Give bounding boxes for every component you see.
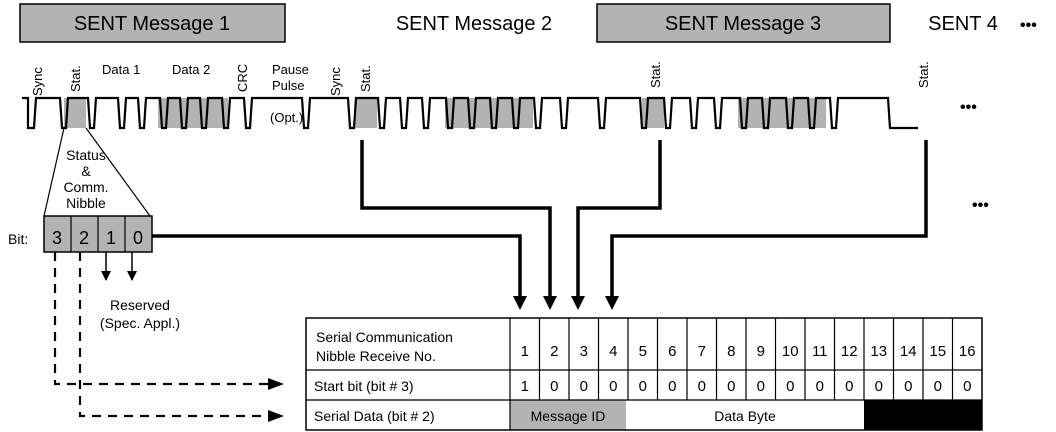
stat-label-4: Stat. — [916, 61, 931, 88]
serial-data-label: Serial Data (bit # 2) — [314, 408, 435, 424]
start-bit-value-9: 0 — [757, 378, 765, 395]
reserved-label-1: Reserved — [110, 297, 170, 313]
bit-boxes: Bit: 3 2 1 0 — [8, 215, 153, 253]
waveform-ellipsis: ••• — [960, 99, 977, 116]
table-header-2: Nibble Receive No. — [316, 348, 436, 364]
stat-label-3: Stat. — [648, 61, 663, 88]
pause-label-2: Pulse — [272, 78, 305, 93]
nibble-number-5: 5 — [639, 343, 647, 360]
start-bit-value-7: 0 — [698, 378, 706, 395]
nibble-number-14: 14 — [900, 343, 917, 360]
reserved-label-2: (Spec. Appl.) — [100, 315, 180, 331]
bit-0: 0 — [133, 228, 143, 248]
status-text-2: & — [81, 163, 91, 179]
start-bit-value-2: 0 — [550, 378, 558, 395]
nibble-number-15: 15 — [929, 343, 946, 360]
pause-label-1: Pause — [272, 62, 309, 77]
nibble-number-13: 13 — [870, 343, 887, 360]
bit-label: Bit: — [8, 231, 28, 247]
message-id-label: Message ID — [531, 408, 606, 424]
data2-label: Data 2 — [172, 62, 210, 77]
data-byte-label: Data Byte — [714, 408, 776, 424]
pause-label-3: (Opt.) — [270, 110, 303, 125]
routing-ellipsis: ••• — [972, 197, 989, 214]
status-text-3: Comm. — [63, 179, 108, 195]
routing-arrowheads — [513, 296, 619, 310]
data1-label: Data 1 — [102, 62, 140, 77]
sync-label-1: Sync — [30, 67, 45, 96]
routing-lines — [152, 140, 928, 300]
message-id-cell — [510, 400, 626, 430]
bit-3: 3 — [52, 228, 62, 248]
start-bit-value-11: 0 — [816, 378, 824, 395]
message-2-label: SENT Message 2 — [396, 13, 552, 35]
sent-waveform — [22, 96, 918, 130]
nibble-number-11: 11 — [812, 343, 828, 360]
bit-2: 2 — [79, 228, 89, 248]
start-bit-value-14: 0 — [904, 378, 912, 395]
start-bit-label: Start bit (bit # 3) — [314, 378, 414, 394]
nibble-table: Serial Communication Nibble Receive No. … — [305, 317, 983, 431]
message-more-ellipsis: ••• — [1020, 17, 1037, 34]
nibble-number-6: 6 — [668, 343, 676, 360]
message-1-label: SENT Message 1 — [74, 13, 230, 35]
nibble-number-4: 4 — [609, 343, 617, 360]
message-3-box — [596, 3, 891, 43]
status-text-4: Nibble — [66, 195, 106, 211]
start-bit-value-1: 1 — [521, 378, 529, 395]
message-1-box — [19, 3, 286, 43]
crc-label: CRC — [235, 64, 250, 92]
nibble-number-8: 8 — [727, 343, 735, 360]
stat-label-2: Stat. — [358, 65, 373, 92]
message-4-label: SENT 4 — [928, 13, 998, 35]
crc-dark-cell — [864, 400, 982, 430]
start-bit-value-12: 0 — [845, 378, 853, 395]
status-text-1: Status — [66, 147, 106, 163]
status-callout: Status & Comm. Nibble — [43, 127, 151, 217]
start-bit-value-6: 0 — [668, 378, 676, 395]
nibble-number-12: 12 — [841, 343, 858, 360]
nibble-number-3: 3 — [580, 343, 588, 360]
nibble-number-9: 9 — [757, 343, 765, 360]
start-bit-value-10: 0 — [786, 378, 794, 395]
nibble-number-2: 2 — [550, 343, 558, 360]
bit-1: 1 — [106, 228, 116, 248]
start-bit-value-13: 0 — [875, 378, 883, 395]
table-header-1: Serial Communication — [316, 329, 453, 345]
nibble-number-1: 1 — [521, 343, 529, 360]
nibble-number-7: 7 — [698, 343, 706, 360]
start-bit-value-5: 0 — [639, 378, 647, 395]
frame-labels: Sync Stat. Data 1 Data 2 CRC Pause Pulse… — [30, 61, 931, 125]
message-banners: SENT Message 1 SENT Message 2 SENT Messa… — [19, 3, 1037, 43]
nibble-number-16: 16 — [959, 343, 976, 360]
start-bit-value-8: 0 — [727, 378, 735, 395]
shaded-nibbles — [64, 98, 826, 128]
start-bit-value-15: 0 — [934, 378, 942, 395]
start-bit-value-4: 0 — [609, 378, 617, 395]
stat-label-1: Stat. — [68, 65, 83, 92]
message-3-label: SENT Message 3 — [665, 13, 821, 35]
start-bit-value-16: 0 — [963, 378, 971, 395]
dashed-links — [53, 252, 270, 418]
nibble-number-10: 10 — [782, 343, 799, 360]
sync-label-2: Sync — [328, 67, 343, 96]
start-bit-value-3: 0 — [580, 378, 588, 395]
